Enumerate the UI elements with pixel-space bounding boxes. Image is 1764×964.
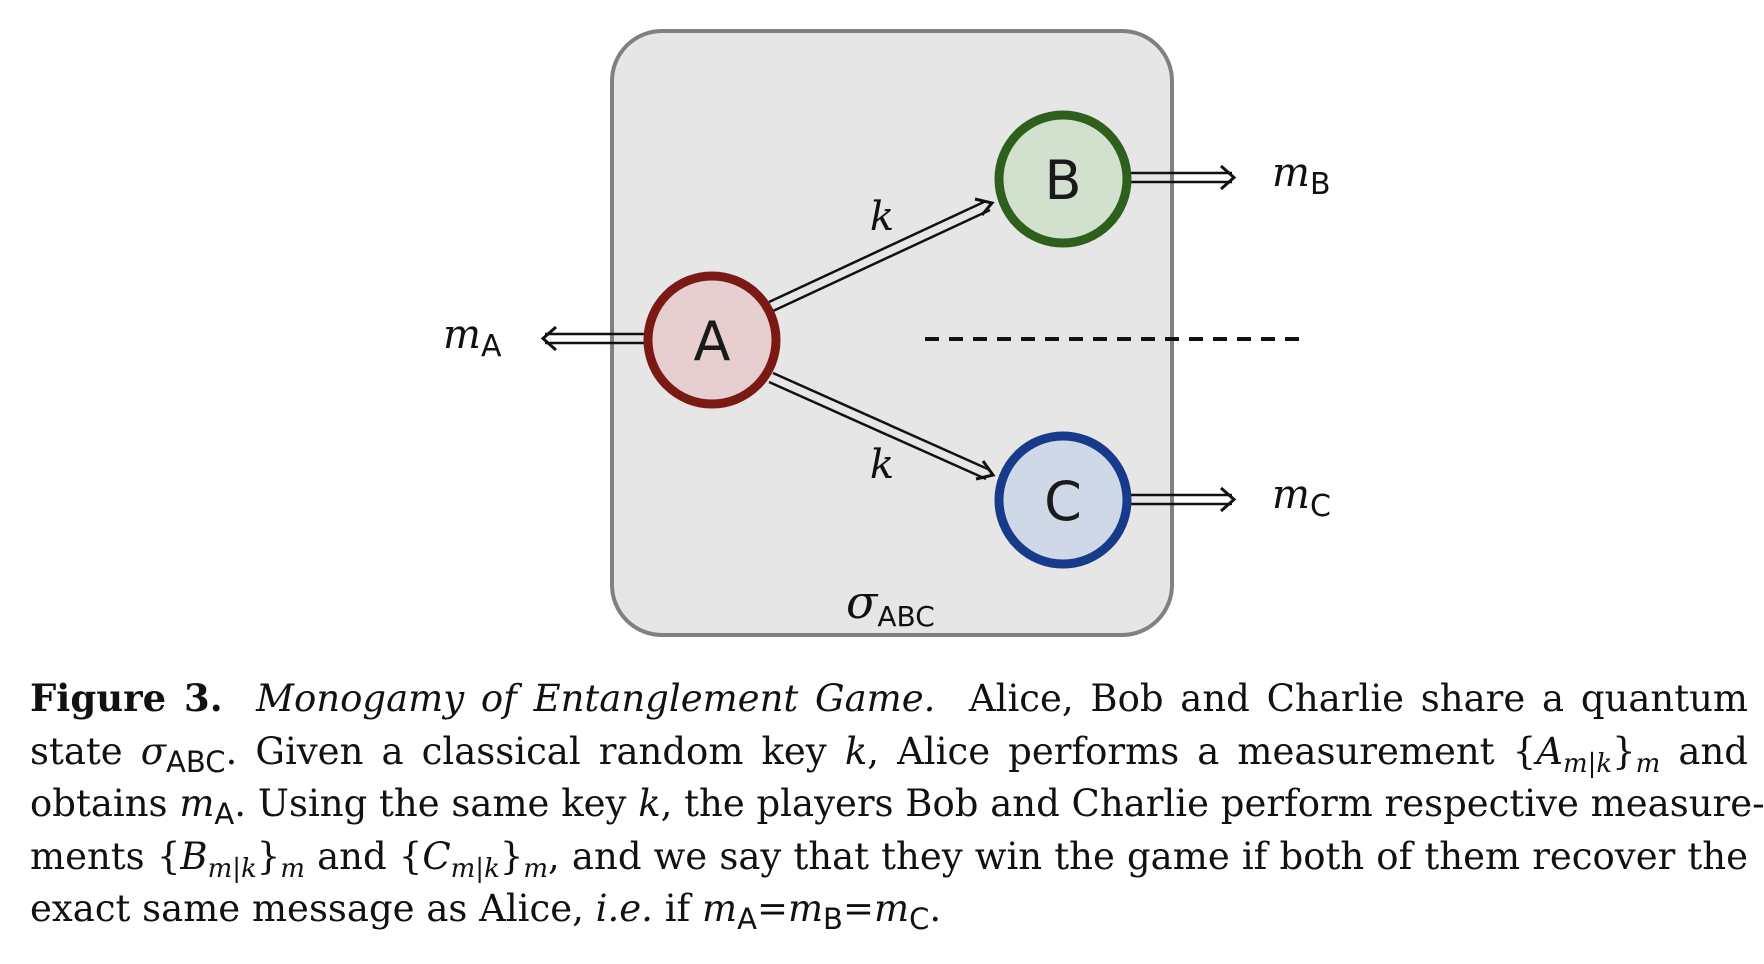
output-arrow-a (540, 325, 646, 352)
arrow-a-to-c (768, 371, 996, 481)
node-c-label: C (1044, 470, 1082, 533)
node-a: A (643, 271, 781, 409)
caption-line-4: ments {Bm|k}m and {Cm|k}m, and we say th… (30, 834, 1749, 884)
caption-line-3: obtains mA. Using the same key k, the pl… (30, 782, 1764, 831)
caption-line-5: exact same message as Alice, i.e. if mA=… (30, 887, 942, 936)
node-a-label: A (694, 310, 731, 373)
caption-line-2: state σABC. Given a classical random key… (30, 729, 1748, 779)
entanglement-game-diagram: A B C k k mA mB mC σABC (443, 29, 1331, 637)
state-label: σABC (846, 575, 935, 633)
output-arrow-b (1128, 164, 1237, 191)
output-arrow-c (1128, 486, 1237, 513)
message-label-a: mA (443, 312, 502, 364)
figure-title: Monogamy of Entanglement Game. (256, 677, 936, 720)
message-label-b: mB (1272, 150, 1331, 202)
node-b-label: B (1044, 149, 1081, 212)
caption-line-1: Figure 3. Monogamy of Entanglement Game.… (30, 672, 1748, 726)
figure-label: Figure 3. (30, 676, 223, 720)
node-c: C (994, 431, 1132, 569)
figure-caption: Figure 3. Monogamy of Entanglement Game.… (30, 672, 1764, 936)
caption-text: Alice, Bob and Charlie share a quantum (968, 677, 1749, 720)
key-label-ab: k (870, 194, 894, 240)
key-label-ac: k (870, 442, 894, 488)
message-label-c: mC (1272, 472, 1331, 524)
node-b: B (994, 110, 1132, 248)
arrow-a-to-b (768, 197, 995, 313)
